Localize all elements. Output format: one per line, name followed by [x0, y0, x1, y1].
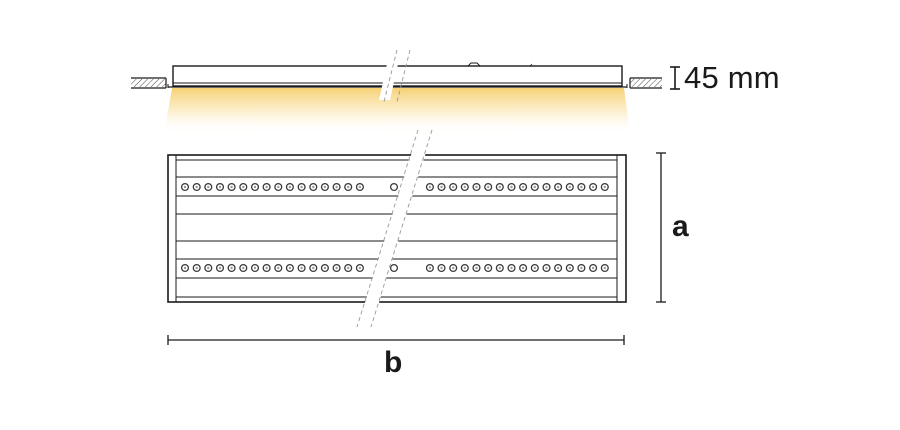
led-dot-core [428, 185, 432, 189]
led-dot-core [463, 185, 466, 189]
led-dot-core [242, 185, 245, 189]
led-dot-core [568, 185, 571, 189]
led-dot-core [323, 185, 327, 189]
led-dot-core [218, 266, 222, 270]
led-dot-core [183, 185, 187, 189]
led-dot-core [545, 266, 548, 270]
led-dot-core [533, 266, 536, 270]
height-dimension-label: 45 mm [684, 60, 780, 95]
led-dot-core [300, 266, 303, 270]
led-dot-core [253, 266, 257, 270]
led-dot-core [452, 266, 455, 270]
led-dot-core [323, 266, 327, 270]
led-dot-core [603, 185, 606, 189]
fixture-side-view [167, 62, 628, 88]
led-dot-core [556, 185, 560, 189]
led-dot-core [312, 185, 315, 189]
led-dot-core [533, 185, 536, 189]
led-dot-core [288, 266, 292, 270]
led-dot-core [521, 185, 525, 189]
led-dot-core [312, 266, 315, 270]
led-dot-core [265, 266, 268, 270]
led-dot-core [452, 185, 455, 189]
led-dot-core [347, 266, 350, 270]
led-dot-core [510, 266, 513, 270]
led-dot-core [358, 185, 362, 189]
led-dot-core [207, 185, 210, 189]
ceiling-left [131, 77, 167, 89]
led-dot-core [510, 185, 513, 189]
led-dot-core [487, 185, 490, 189]
led-dot-core [195, 266, 198, 270]
led-dot-core [440, 185, 443, 189]
led-dot-core [230, 266, 233, 270]
led-dot-core [207, 266, 210, 270]
led-dot-core [230, 185, 233, 189]
led-dot-core [580, 266, 583, 270]
led-dot-core [463, 266, 466, 270]
led-dot-core [580, 185, 583, 189]
width-dimension-label: b [384, 346, 403, 379]
led-dot [389, 182, 399, 192]
ceiling-right [629, 77, 662, 89]
led-dot-core [568, 266, 571, 270]
led-dot-core [335, 185, 338, 189]
led-dot [389, 263, 399, 273]
led-dot-core [358, 266, 362, 270]
led-dot-core [265, 185, 268, 189]
led-dot-core [300, 185, 303, 189]
depth-dimension-line [656, 152, 666, 303]
led-dot-core [218, 185, 222, 189]
led-dot-core [498, 185, 501, 189]
width-dimension-line [167, 335, 625, 345]
front-view-break [356, 129, 433, 328]
led-dot-core [277, 266, 280, 270]
led-dot-core [347, 185, 350, 189]
side-view-break [379, 49, 411, 103]
height-dimension-marker [670, 66, 680, 90]
led-dot-core [521, 266, 525, 270]
led-row-top [180, 182, 609, 192]
led-dot-core [242, 266, 245, 270]
led-dot-core [556, 266, 560, 270]
led-dot-core [428, 266, 432, 270]
led-dot-core [475, 266, 478, 270]
led-dot-core [498, 266, 501, 270]
led-dot-core [591, 185, 595, 189]
led-dot-core [591, 266, 595, 270]
led-dot-core [487, 266, 490, 270]
led-dot-core [440, 266, 443, 270]
led-dot-core [277, 185, 280, 189]
led-dot-core [195, 185, 198, 189]
led-row-bottom [180, 263, 609, 273]
led-dot-core [603, 266, 606, 270]
led-dot-core [183, 266, 187, 270]
light-cone [164, 88, 630, 135]
led-dot-core [475, 185, 478, 189]
led-dot-core [545, 185, 548, 189]
led-dot-core [253, 185, 257, 189]
led-dot-core [335, 266, 338, 270]
depth-dimension-label: a [672, 210, 689, 243]
led-dot-core [288, 185, 292, 189]
